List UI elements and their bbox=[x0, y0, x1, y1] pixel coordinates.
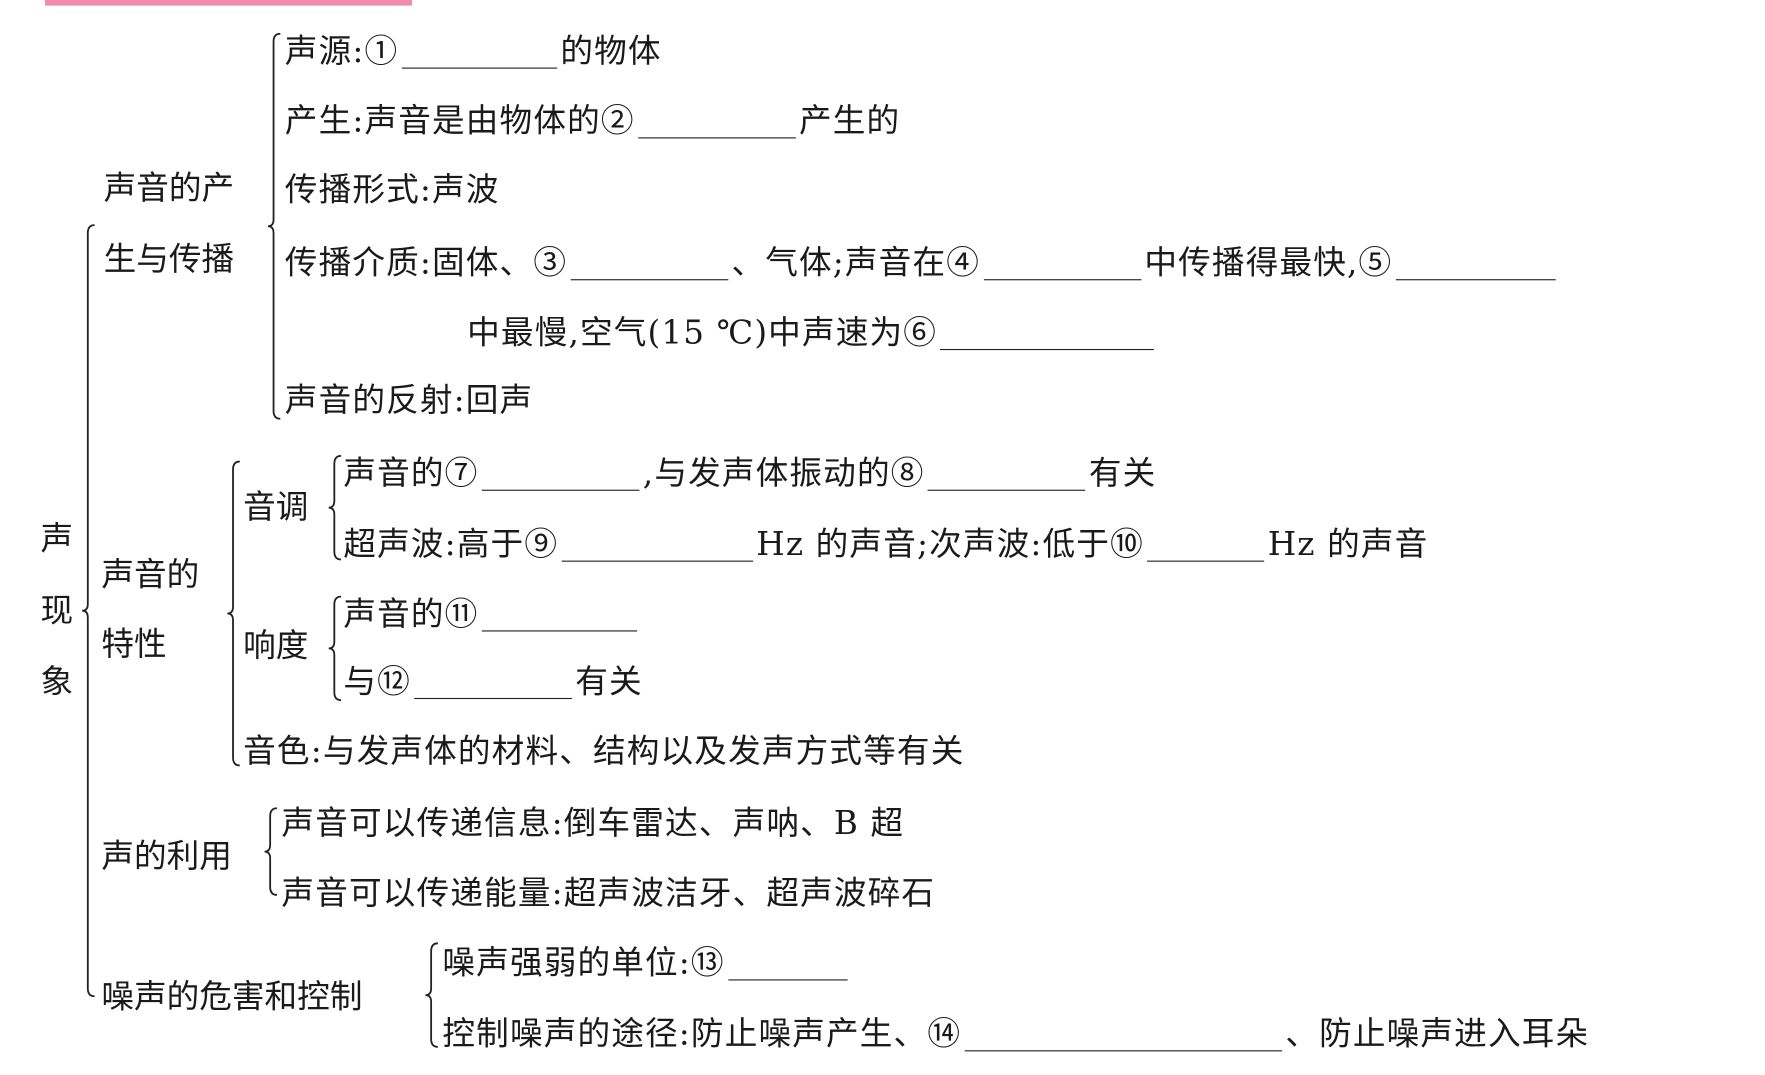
root-title-char-1: 声 bbox=[40, 518, 74, 558]
line-text: 有关 bbox=[1088, 453, 1157, 492]
fill-in-blank[interactable] bbox=[481, 465, 640, 491]
blank-number: ② bbox=[600, 101, 635, 140]
line-text: Hz 的声音 bbox=[1267, 524, 1429, 563]
branch-characteristics-label-2: 特性 bbox=[101, 624, 167, 664]
map-line: 超声波:高于⑨ Hz 的声音;次声波:低于⑩ Hz 的声音 bbox=[343, 525, 1428, 563]
root-title-char-2: 现 bbox=[40, 590, 74, 630]
root-title-char-3: 象 bbox=[40, 661, 74, 701]
blank-number: ⑪ bbox=[444, 594, 479, 633]
map-line: 声音的⑦ ,与发声体振动的⑧ 有关 bbox=[343, 454, 1156, 492]
map-line: 传播介质:固体、③ 、气体;声音在④ 中传播得最快,⑤ bbox=[285, 243, 1559, 281]
curly-brace bbox=[82, 224, 95, 998]
blank-number: ⑭ bbox=[927, 1014, 962, 1053]
blank-number: ⑦ bbox=[444, 453, 479, 492]
map-line: 噪声强弱的单位:⑬ bbox=[442, 943, 850, 982]
branch-noise-label: 噪声的危害和控制 bbox=[101, 977, 363, 1016]
blank-number: ③ bbox=[533, 243, 568, 282]
fill-in-blank[interactable] bbox=[1395, 254, 1556, 281]
branch-uses-label: 声的利用 bbox=[101, 836, 232, 875]
line-text: 与 bbox=[343, 661, 378, 701]
line-text: 中传播得最快, bbox=[1144, 243, 1359, 282]
branch-production-label-1: 声音的产 bbox=[103, 168, 235, 208]
line-text: 噪声强弱的单位: bbox=[442, 943, 691, 982]
line-text: 有关 bbox=[575, 661, 643, 701]
map-line: 控制噪声的途径:防止噪声产生、⑭ 、防止噪声进入耳朵 bbox=[442, 1014, 1589, 1052]
line-text: 、防止噪声进入耳朵 bbox=[1285, 1014, 1590, 1053]
line-text: 声音的 bbox=[343, 453, 445, 492]
fill-in-blank[interactable] bbox=[481, 606, 638, 632]
fill-in-blank[interactable] bbox=[940, 324, 1155, 351]
branch-characteristics-label-1: 声音的 bbox=[101, 554, 200, 594]
blank-number: ⑤ bbox=[1358, 243, 1393, 282]
blank-number: ⑩ bbox=[1110, 524, 1144, 563]
map-line: 音色:与发声体的材料、结构以及发声方式等有关 bbox=[243, 732, 964, 770]
line-text: 中最慢,空气(15 ℃)中声速为 bbox=[467, 312, 904, 352]
curly-brace bbox=[328, 595, 342, 702]
map-line: 声音的⑪ bbox=[343, 594, 640, 633]
header-accent-bar bbox=[45, 0, 413, 6]
branch-production-label-2: 生与传播 bbox=[103, 239, 235, 279]
blank-number: ⑨ bbox=[524, 524, 559, 563]
line-text: 的物体 bbox=[560, 31, 662, 70]
fill-in-blank[interactable] bbox=[570, 254, 729, 281]
line-text: 音色:与发声体的材料、结构以及发声方式等有关 bbox=[243, 731, 965, 770]
line-text: 声源: bbox=[284, 31, 365, 70]
map-line: 声源:① 的物体 bbox=[285, 32, 662, 70]
line-text: 产生:声音是由物体的 bbox=[284, 101, 601, 140]
map-line: 声音的反射:回声 bbox=[285, 380, 534, 418]
curly-brace bbox=[328, 455, 342, 561]
blank-number: ⑧ bbox=[890, 453, 925, 492]
fill-in-blank[interactable] bbox=[1147, 536, 1265, 562]
fill-in-blank[interactable] bbox=[964, 1026, 1282, 1052]
blank-number: ⑬ bbox=[690, 943, 725, 982]
map-line: 声音可以传递能量:超声波洁牙、超声波碎石 bbox=[281, 874, 935, 912]
blank-number: ⑫ bbox=[377, 661, 411, 701]
line-text: 声音的 bbox=[343, 594, 445, 633]
map-line: 传播形式:声波 bbox=[285, 170, 500, 208]
line-text: 声音可以传递信息:倒车雷达、声呐、B 超 bbox=[281, 803, 905, 843]
map-line: 与⑫ 有关 bbox=[343, 662, 642, 700]
line-text: 超声波:高于 bbox=[343, 524, 525, 563]
pitch-label: 音调 bbox=[243, 487, 309, 526]
line-text: 传播形式:声波 bbox=[284, 169, 500, 209]
fill-in-blank[interactable] bbox=[638, 113, 796, 139]
curly-brace bbox=[264, 807, 277, 896]
map-line: 中最慢,空气(15 ℃)中声速为⑥ bbox=[467, 313, 1158, 351]
blank-number: ④ bbox=[946, 243, 981, 282]
fill-in-blank[interactable] bbox=[561, 536, 753, 562]
blank-number: ① bbox=[364, 31, 399, 70]
line-text: 控制噪声的途径:防止噪声产生、 bbox=[442, 1014, 928, 1053]
line-text: ,与发声体振动的 bbox=[642, 453, 891, 492]
fill-in-blank[interactable] bbox=[414, 673, 572, 700]
line-text: 声音可以传递能量:超声波洁牙、超声波碎石 bbox=[281, 873, 936, 912]
blank-number: ⑥ bbox=[903, 312, 938, 352]
fill-in-blank[interactable] bbox=[927, 465, 1086, 491]
curly-brace bbox=[425, 942, 438, 1048]
line-text: 产生的 bbox=[799, 101, 901, 140]
line-text: 传播介质:固体、 bbox=[284, 243, 534, 282]
curly-brace bbox=[227, 460, 240, 767]
loudness-label: 响度 bbox=[243, 625, 309, 665]
line-text: 、气体;声音在 bbox=[731, 243, 947, 282]
fill-in-blank[interactable] bbox=[983, 254, 1142, 281]
map-line: 声音可以传递信息:倒车雷达、声呐、B 超 bbox=[281, 804, 904, 842]
line-text: Hz 的声音;次声波:低于 bbox=[756, 524, 1111, 563]
curly-brace bbox=[267, 32, 281, 420]
map-line: 产生:声音是由物体的② 产生的 bbox=[285, 101, 901, 139]
line-text: 声音的反射:回声 bbox=[284, 380, 534, 419]
fill-in-blank[interactable] bbox=[401, 43, 557, 69]
fill-in-blank[interactable] bbox=[728, 955, 848, 981]
